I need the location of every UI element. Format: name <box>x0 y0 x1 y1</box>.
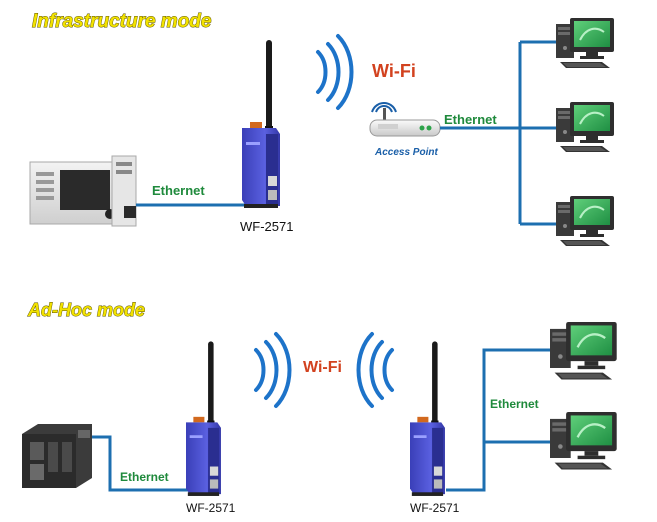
desktop-computer-icon <box>548 410 618 471</box>
wifi-label-adhoc: Wi-Fi <box>303 359 342 376</box>
adhoc-mode-title: Ad-Hoc mode <box>27 300 145 320</box>
ethernet-cable-pac <box>92 435 188 492</box>
access-point-label: Access Point <box>374 147 438 158</box>
pac-controller-icon <box>22 424 92 488</box>
ethernet-label-ap: Ethernet <box>444 112 497 127</box>
plc-controller-icon <box>29 155 137 227</box>
desktop-computer-icon <box>548 320 618 381</box>
wifi-signal-icon <box>254 332 292 408</box>
desktop-computer-icon <box>555 17 615 69</box>
wireless-device-server-icon <box>186 341 221 496</box>
ethernet-label-adhoc-pcs: Ethernet <box>490 397 539 411</box>
ethernet-label-pac: Ethernet <box>120 470 169 484</box>
ethernet-bus-adhoc <box>446 348 552 492</box>
desktop-computer-icon <box>555 101 615 153</box>
ethernet-label-plc: Ethernet <box>152 183 205 198</box>
device-label-adhoc-right: WF-2571 <box>410 501 460 515</box>
wireless-device-server-icon <box>242 40 280 208</box>
wireless-device-server-icon <box>410 341 445 496</box>
ethernet-bus-infrastructure <box>440 40 560 226</box>
device-label-infrastructure: WF-2571 <box>240 219 293 234</box>
wifi-signal-icon <box>316 34 354 110</box>
access-point-router-icon <box>369 102 441 137</box>
infrastructure-mode-title: Infrastructure mode <box>32 11 212 32</box>
wifi-label-infrastructure: Wi-Fi <box>372 61 416 81</box>
wifi-signal-icon <box>356 332 394 408</box>
desktop-computer-icon <box>555 195 615 247</box>
device-label-adhoc-left: WF-2571 <box>186 501 236 515</box>
